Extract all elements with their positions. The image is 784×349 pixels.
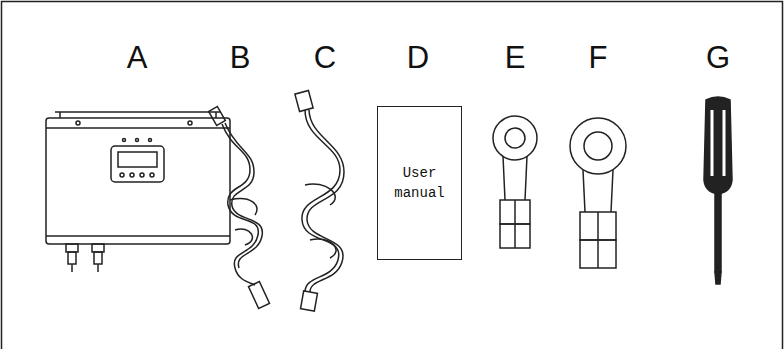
item-letter: C bbox=[314, 42, 336, 73]
manual-booklet: User manual bbox=[377, 106, 462, 260]
item-letter: G bbox=[706, 42, 730, 73]
item-letter: A bbox=[127, 42, 148, 73]
item-letter: B bbox=[230, 42, 251, 73]
item-letter: E bbox=[505, 42, 526, 73]
item-letter: F bbox=[589, 42, 608, 73]
item-letter: D bbox=[407, 42, 429, 73]
manual-title: User manual bbox=[389, 163, 451, 204]
